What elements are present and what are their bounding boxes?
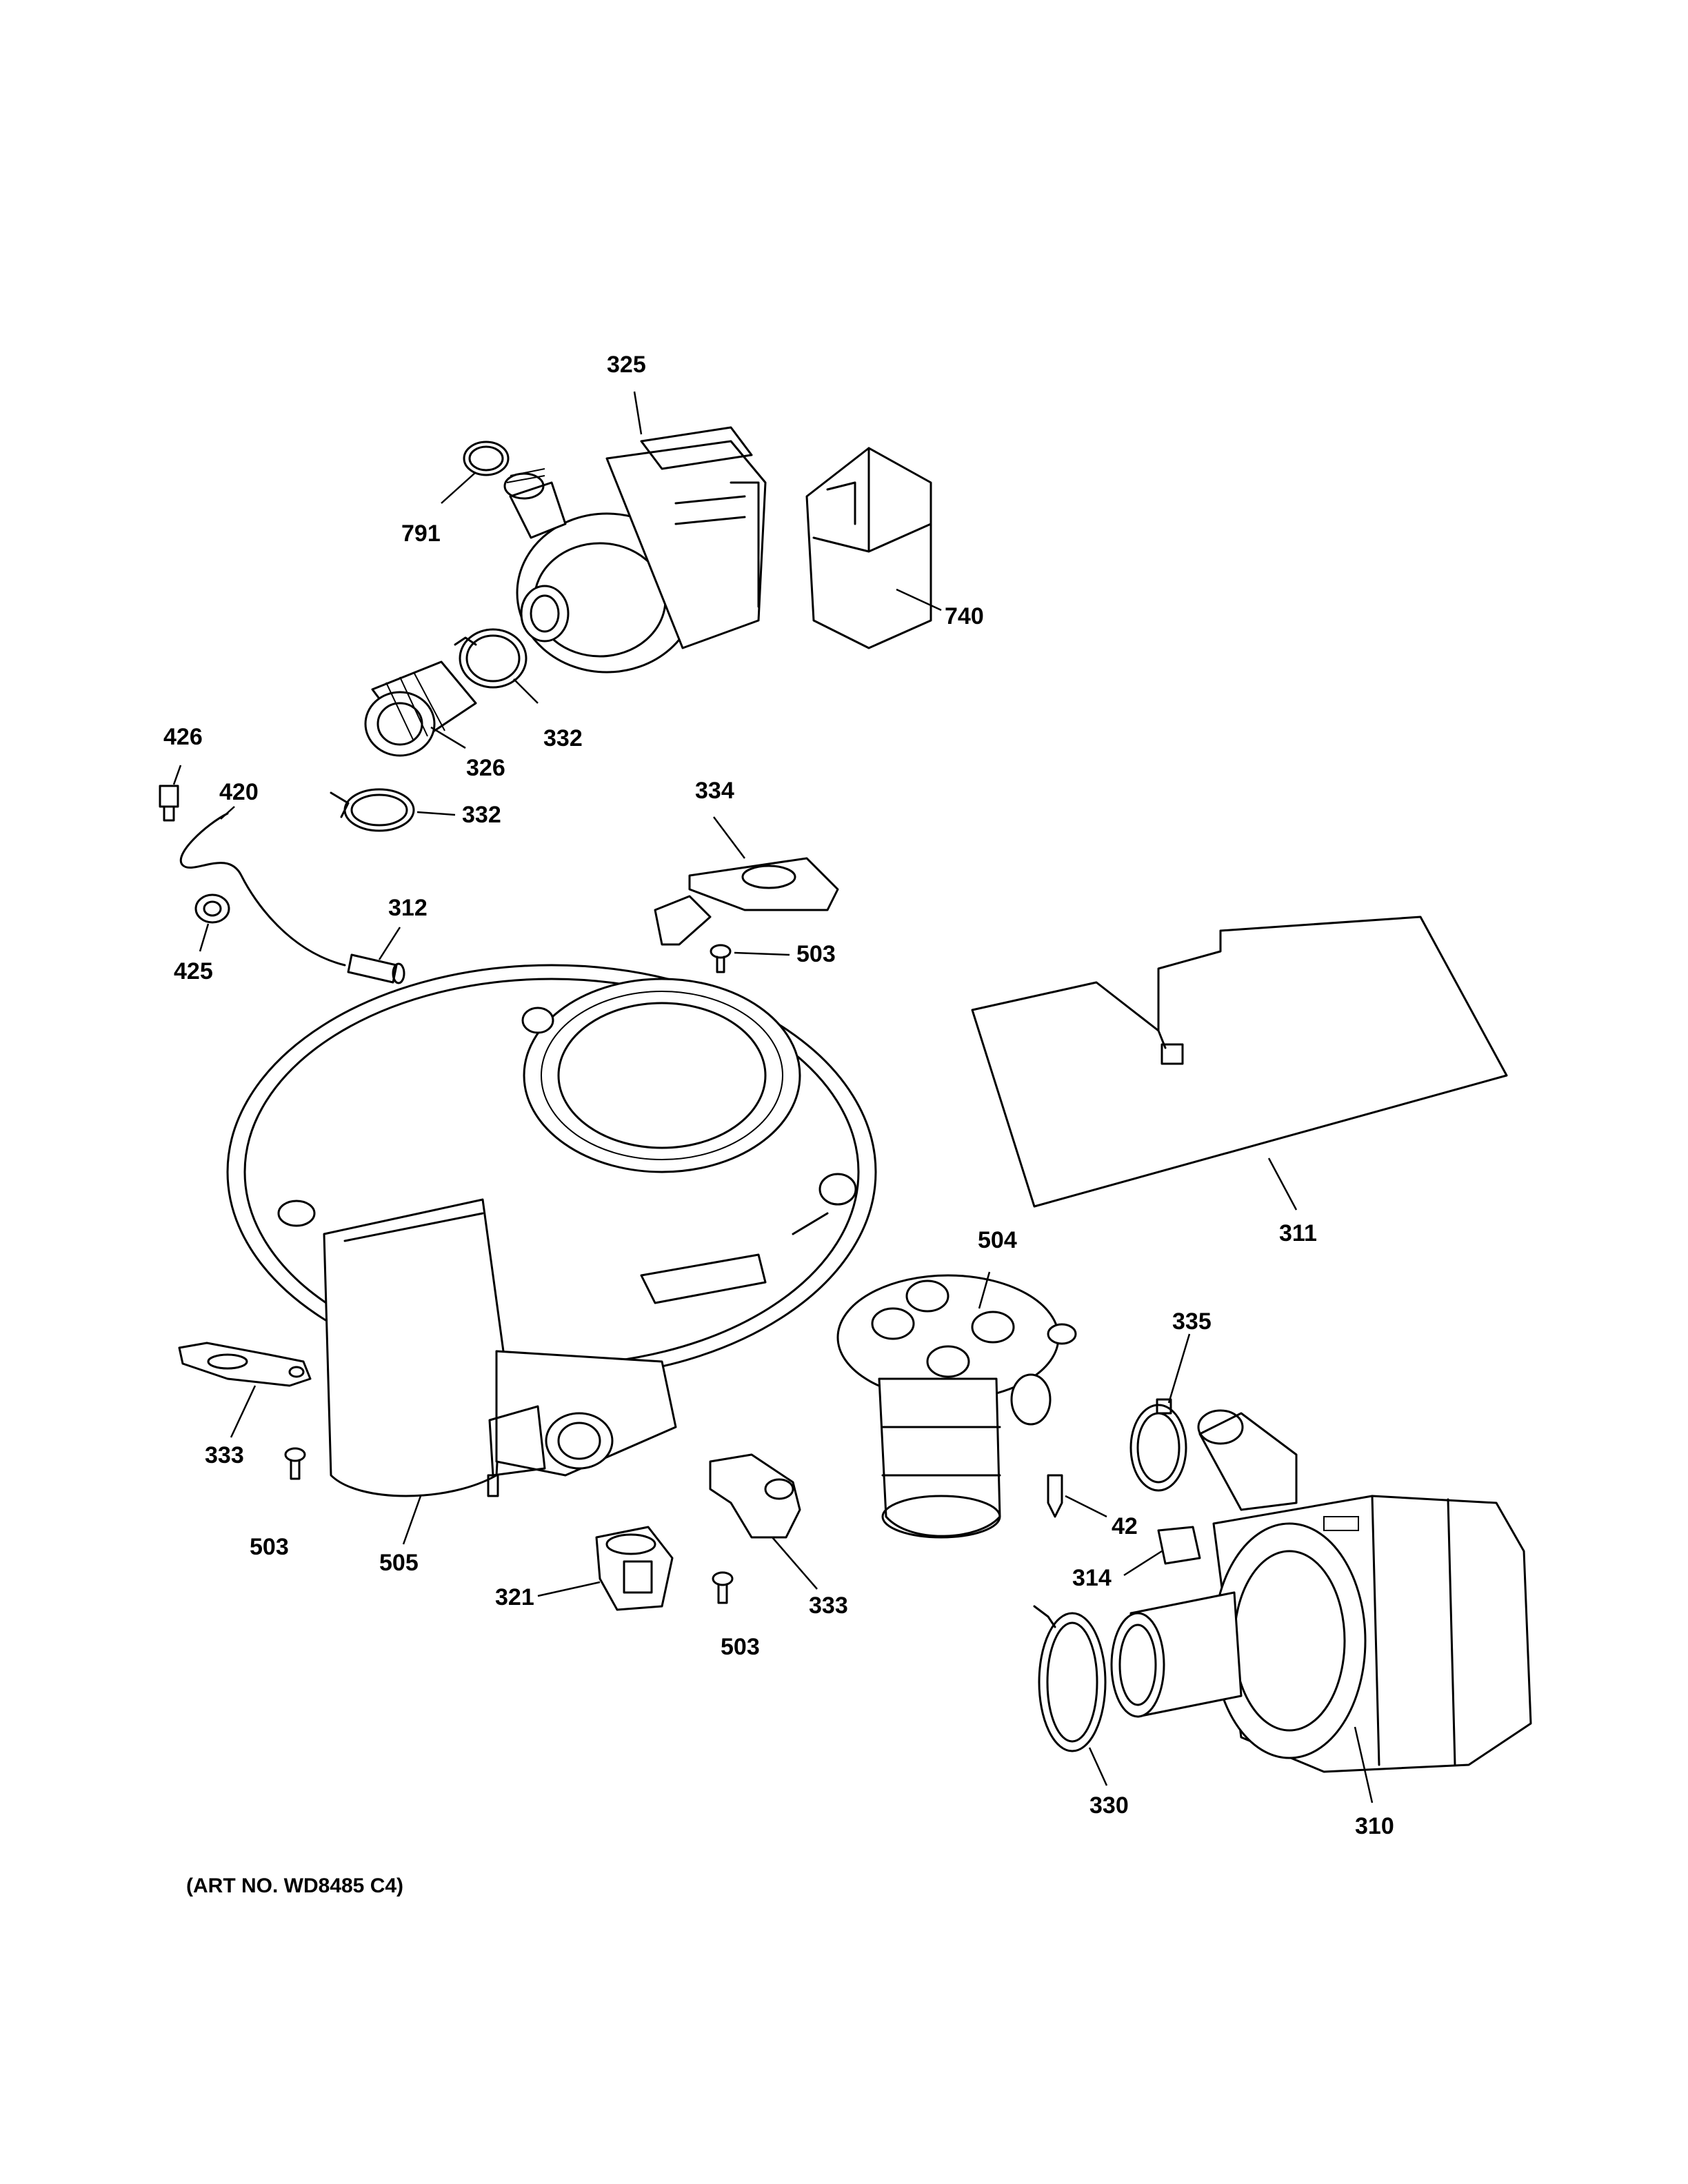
leader-505 bbox=[402, 1495, 422, 1545]
callout-321: 321 bbox=[495, 1584, 534, 1610]
leader-334 bbox=[713, 816, 745, 859]
leader-314 bbox=[1123, 1550, 1163, 1577]
screw-503-upper bbox=[710, 944, 732, 973]
sensor-321 bbox=[595, 1526, 674, 1611]
leader-312 bbox=[378, 927, 401, 960]
screw-503-left bbox=[284, 1447, 306, 1480]
wash-motor-310 bbox=[1110, 1409, 1532, 1773]
callout-332-lower: 332 bbox=[462, 802, 501, 828]
clamp-330 bbox=[1033, 1605, 1107, 1752]
leader-325 bbox=[633, 391, 643, 435]
leader-425 bbox=[199, 923, 210, 952]
leader-332a bbox=[513, 678, 539, 704]
pump-cover-740 bbox=[805, 447, 932, 649]
callout-426: 426 bbox=[163, 724, 203, 750]
callout-791: 791 bbox=[401, 520, 441, 547]
callout-312: 312 bbox=[388, 895, 428, 921]
leader-335 bbox=[1167, 1333, 1191, 1404]
callout-326: 326 bbox=[466, 755, 505, 781]
bracket-334 bbox=[654, 857, 839, 946]
leader-310 bbox=[1354, 1726, 1374, 1803]
grommet-425 bbox=[194, 893, 230, 924]
callout-740: 740 bbox=[945, 603, 984, 629]
callout-314: 314 bbox=[1072, 1565, 1112, 1591]
leader-326 bbox=[430, 726, 466, 749]
circulation-pump-325 bbox=[503, 426, 767, 674]
callout-311: 311 bbox=[1279, 1220, 1317, 1246]
bracket-333-center bbox=[709, 1453, 801, 1539]
callout-503-left: 503 bbox=[250, 1534, 289, 1560]
callout-332-upper: 332 bbox=[543, 725, 583, 751]
callout-503-upper: 503 bbox=[796, 941, 836, 967]
wire-420 bbox=[180, 812, 346, 967]
leader-321 bbox=[537, 1581, 601, 1597]
leader-504 bbox=[978, 1271, 991, 1309]
leader-333b bbox=[772, 1537, 818, 1590]
bracket-333-left bbox=[178, 1342, 312, 1387]
callout-504: 504 bbox=[978, 1227, 1017, 1253]
leader-740 bbox=[896, 588, 942, 611]
clamp-791 bbox=[463, 441, 510, 476]
leader-42 bbox=[1065, 1495, 1107, 1518]
callout-labels: 325 791 740 332 326 332 426 420 425 312 … bbox=[163, 352, 1394, 1839]
leader-311 bbox=[1267, 1157, 1298, 1211]
callout-42: 42 bbox=[1112, 1513, 1138, 1539]
sump-505 bbox=[226, 964, 877, 1497]
screw-503-center bbox=[712, 1571, 734, 1604]
leader-lines bbox=[172, 391, 1374, 1803]
clamp-332-upper bbox=[454, 628, 528, 689]
callout-420: 420 bbox=[219, 779, 259, 805]
diverter-504 bbox=[836, 1274, 1077, 1539]
screw-426 bbox=[159, 785, 179, 822]
tube-312 bbox=[347, 953, 405, 984]
leader-426 bbox=[172, 765, 182, 785]
clamp-335 bbox=[1129, 1398, 1187, 1492]
callout-333-left: 333 bbox=[205, 1442, 244, 1468]
callout-425: 425 bbox=[174, 958, 213, 984]
leader-333a bbox=[230, 1385, 257, 1438]
clamp-332-lower bbox=[330, 788, 415, 832]
callout-310: 310 bbox=[1355, 1813, 1394, 1839]
callout-333-center: 333 bbox=[809, 1593, 848, 1619]
insulation-pad-311 bbox=[971, 916, 1508, 1208]
callout-334: 334 bbox=[695, 778, 734, 804]
leader-420 bbox=[220, 806, 235, 820]
screw-42 bbox=[1047, 1474, 1063, 1518]
callout-503-center: 503 bbox=[721, 1634, 760, 1660]
art-number: (ART NO. WD8485 C4) bbox=[186, 1874, 403, 1897]
callout-505: 505 bbox=[379, 1550, 419, 1576]
callout-335: 335 bbox=[1172, 1308, 1212, 1335]
callout-325: 325 bbox=[607, 352, 646, 378]
leader-503a bbox=[734, 951, 790, 956]
hose-326 bbox=[364, 660, 477, 757]
leader-791 bbox=[441, 472, 476, 504]
pad-314 bbox=[1157, 1526, 1201, 1565]
leader-330 bbox=[1088, 1747, 1108, 1786]
callout-330: 330 bbox=[1089, 1792, 1129, 1819]
leader-332b bbox=[416, 811, 456, 816]
